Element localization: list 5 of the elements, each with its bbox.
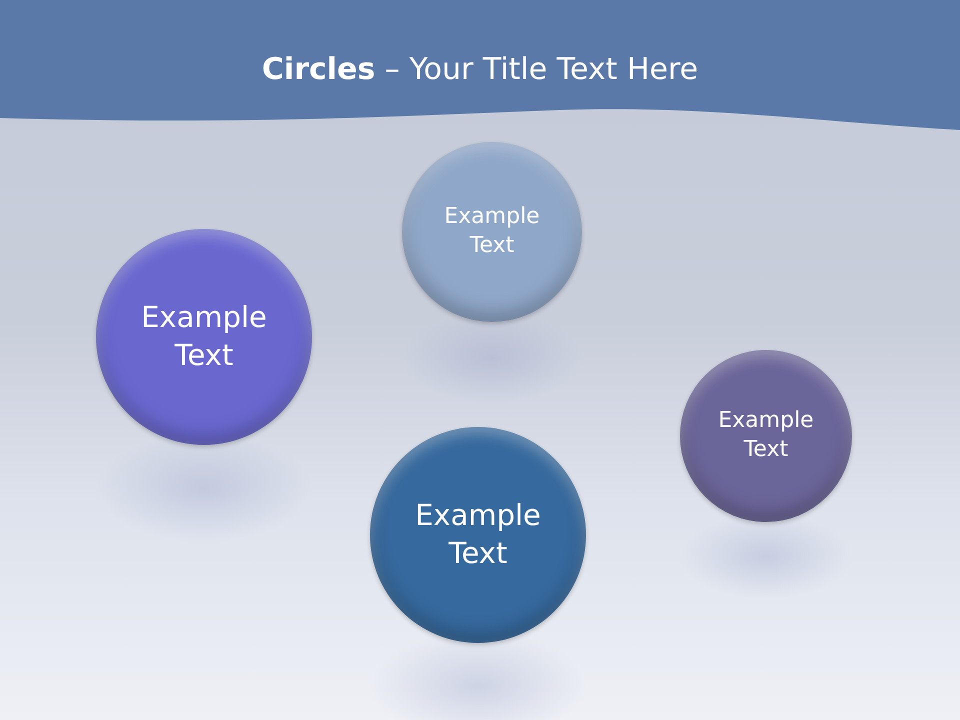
circle-label: Example Text (443, 203, 541, 260)
title: Circles – Your Title Text Here (260, 52, 700, 87)
circle-label: Example Text (717, 407, 815, 464)
circle-label: Example Text (140, 299, 268, 374)
circle-label: Example Text (414, 497, 542, 572)
